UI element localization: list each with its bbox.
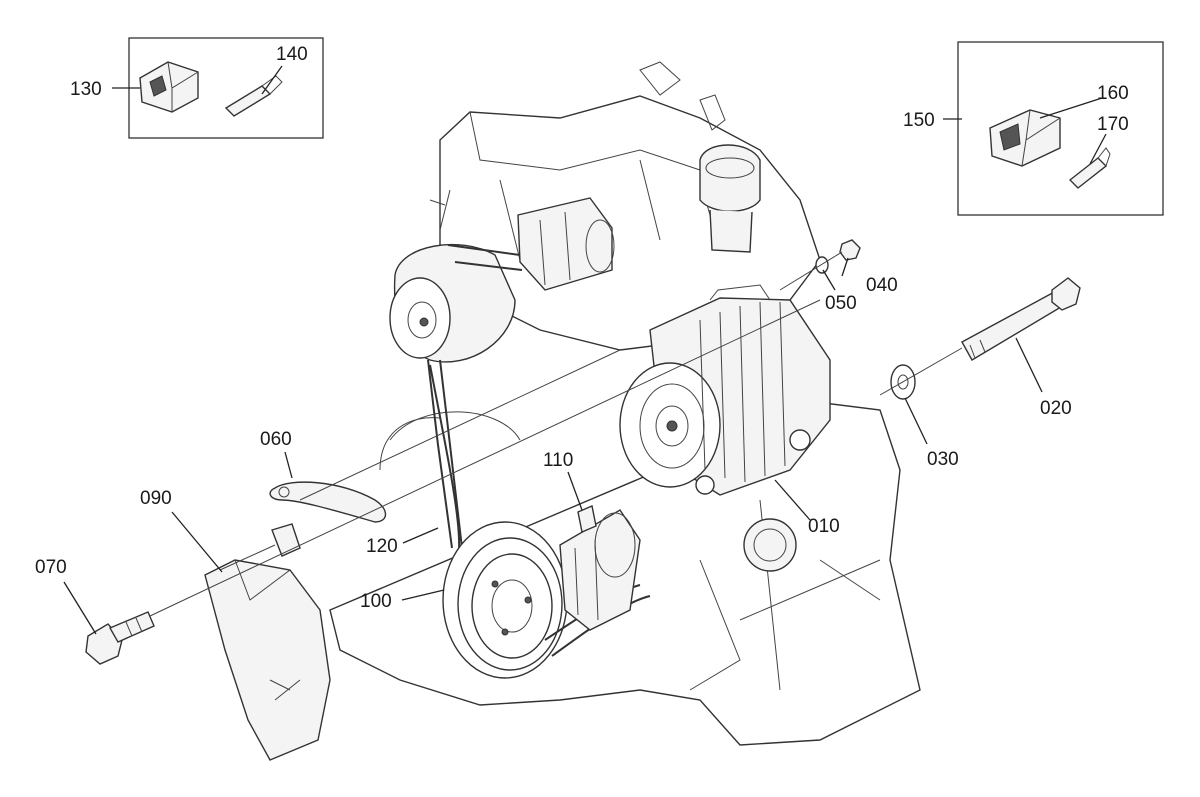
inset-box-150-160-170 xyxy=(957,41,1164,216)
alternator xyxy=(619,284,831,496)
assembly-axes xyxy=(149,251,963,617)
leader-090 xyxy=(171,511,223,573)
lower-starter xyxy=(559,505,641,631)
label-100: 100 xyxy=(360,591,392,612)
nut-040 xyxy=(839,239,861,261)
label-060: 060 xyxy=(260,429,292,450)
label-090: 090 xyxy=(140,488,172,509)
label-020: 020 xyxy=(1040,398,1072,419)
crankshaft-pulley xyxy=(442,521,651,679)
label-040: 040 xyxy=(866,275,898,296)
washer-050 xyxy=(815,256,829,274)
label-120: 120 xyxy=(366,536,398,557)
label-130: 130 xyxy=(70,79,102,100)
leader-110 xyxy=(567,471,583,511)
bolt-070 xyxy=(85,611,155,665)
label-010: 010 xyxy=(808,516,840,537)
label-150: 150 xyxy=(903,110,935,131)
label-070: 070 xyxy=(35,557,67,578)
part-labels: 130 140 150 160 170 040 050 020 030 010 … xyxy=(35,44,1129,612)
label-170: 170 xyxy=(1097,114,1129,135)
label-030: 030 xyxy=(927,449,959,470)
leader-060 xyxy=(284,451,293,479)
label-110: 110 xyxy=(543,450,573,471)
leader-100 xyxy=(401,589,445,601)
fan-pulley xyxy=(389,243,523,363)
leader-120 xyxy=(402,527,439,544)
label-160: 160 xyxy=(1097,83,1129,104)
belt-cover xyxy=(204,523,331,761)
leader-050 xyxy=(822,269,836,291)
inset-box-130-140 xyxy=(128,37,324,139)
leader-170 xyxy=(1089,133,1107,165)
leader-030 xyxy=(904,397,928,445)
label-050: 050 xyxy=(825,293,857,314)
leader-lines xyxy=(63,65,1107,635)
leader-040 xyxy=(841,257,849,277)
label-140: 140 xyxy=(276,44,308,65)
leader-140 xyxy=(261,65,283,95)
bolt-020 xyxy=(961,277,1081,361)
leader-070 xyxy=(63,581,97,635)
leader-010 xyxy=(774,479,811,521)
leader-020 xyxy=(1015,337,1043,393)
adjusting-bar xyxy=(269,481,387,523)
leader-160 xyxy=(1039,97,1103,119)
